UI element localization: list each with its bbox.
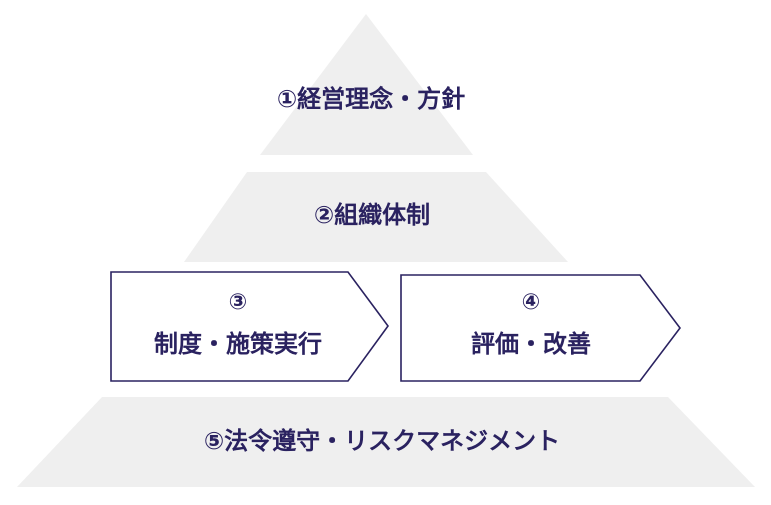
arrow-step-4-label: 評価・改善 (471, 330, 591, 358)
tier-5-label: ⑤法令遵守・リスクマネジメント (204, 427, 560, 455)
tier-5: ⑤法令遵守・リスクマネジメント (17, 397, 755, 487)
arrow-step-3-shape (110, 271, 389, 382)
tier-5-shape (17, 397, 755, 487)
tier-1: ①経営理念・方針 (260, 14, 473, 155)
arrow-step-3: ③ 制度・施策実行 (110, 271, 389, 382)
tier-2-shape (184, 172, 568, 262)
tier-1-label: ①経営理念・方針 (277, 85, 465, 113)
arrow-step-4-shape (400, 274, 682, 382)
tier-2-label: ②組織体制 (314, 201, 430, 229)
arrow-step-4: ④ 評価・改善 (400, 274, 682, 382)
arrow-step-4-number: ④ (522, 290, 541, 315)
tier-1-shape (260, 14, 473, 155)
arrow-step-3-number: ③ (229, 290, 248, 315)
tier-2: ②組織体制 (184, 172, 568, 262)
arrow-step-3-label: 制度・施策実行 (154, 330, 322, 358)
